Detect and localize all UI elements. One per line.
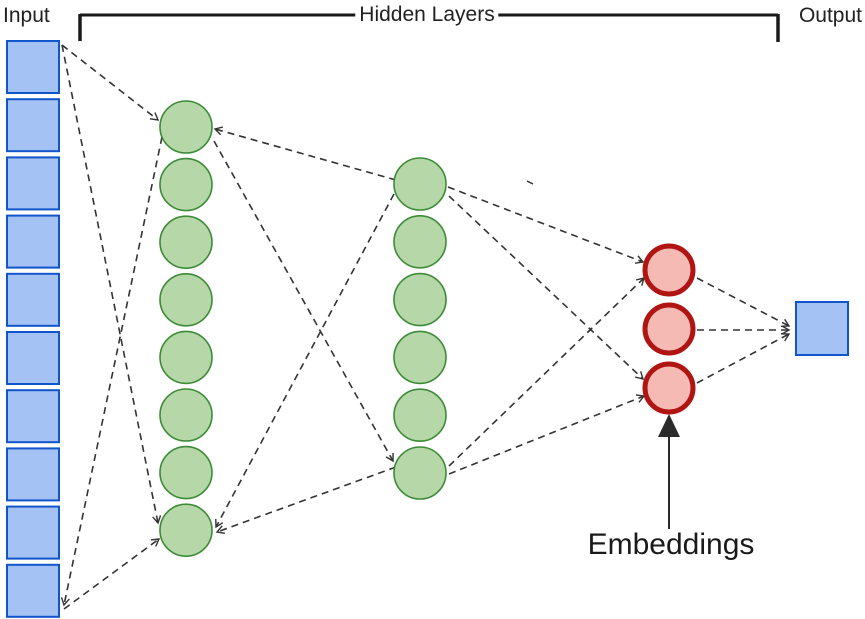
input-node xyxy=(6,563,60,618)
connection-line xyxy=(63,539,159,610)
embedding-node xyxy=(642,302,696,356)
connection-line xyxy=(448,396,644,475)
input-node xyxy=(6,40,60,94)
connection-line xyxy=(61,44,158,120)
hidden-layer-1-node xyxy=(159,503,213,558)
hidden-layer-2-node xyxy=(393,446,447,500)
input-node xyxy=(6,98,60,153)
input-node xyxy=(6,156,60,211)
output-label: Output xyxy=(798,4,862,27)
embedding-node xyxy=(642,243,696,297)
hidden-layer-2-node xyxy=(393,330,447,385)
input-node xyxy=(6,389,60,444)
connection-line xyxy=(213,140,393,461)
embedding-node xyxy=(642,361,696,415)
input-node xyxy=(6,447,60,502)
input-node xyxy=(6,505,60,560)
connection-line xyxy=(447,186,643,262)
input-node xyxy=(6,272,60,327)
connection-line xyxy=(217,466,397,532)
connection-line xyxy=(448,195,643,379)
hidden-layer-1-node xyxy=(159,272,213,327)
connection-line xyxy=(448,278,644,467)
connection-line xyxy=(64,136,163,605)
connection-line xyxy=(61,44,158,523)
hidden-layer-2-node xyxy=(393,388,447,443)
connection-line xyxy=(215,129,397,181)
connection-line xyxy=(696,277,789,326)
hidden-layer-2-node xyxy=(393,215,447,269)
input-node xyxy=(6,331,60,385)
embeddings-label: Embeddings xyxy=(587,528,755,561)
input-label: Input xyxy=(3,4,50,27)
hidden-layers-label: Hidden Layers xyxy=(355,3,499,27)
hidden-layer-1-node xyxy=(159,157,213,212)
hidden-layer-1-node xyxy=(159,100,213,154)
hidden-layer-1-node xyxy=(159,215,213,269)
hidden-layer-1-node xyxy=(159,330,213,385)
output-node xyxy=(795,301,849,356)
connection-line xyxy=(216,193,395,527)
connection-line xyxy=(696,334,789,384)
stray-dash xyxy=(526,180,534,185)
hidden-layer-1-node xyxy=(159,388,213,442)
hidden-layer-2-node xyxy=(393,157,447,211)
input-node xyxy=(6,214,60,269)
hidden-layer-2-node xyxy=(393,272,447,327)
hidden-layer-1-node xyxy=(159,445,213,500)
embeddings-pointer-arrow xyxy=(658,414,680,529)
